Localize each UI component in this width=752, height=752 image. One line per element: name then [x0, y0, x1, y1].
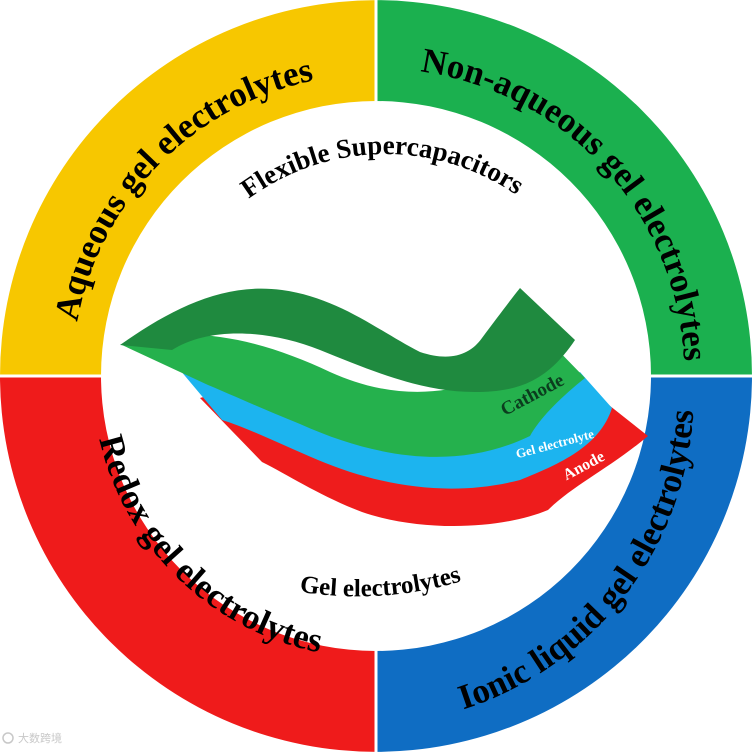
flexible-device-illustration: Cathode Gel electrolyte Anode	[120, 288, 648, 527]
cathode-front-layer	[122, 334, 585, 457]
watermark-text: 大数跨境	[18, 731, 62, 745]
cathode-top-surface	[120, 288, 575, 392]
watermark-logo-icon	[2, 732, 14, 744]
watermark: 大数跨境	[2, 731, 62, 745]
